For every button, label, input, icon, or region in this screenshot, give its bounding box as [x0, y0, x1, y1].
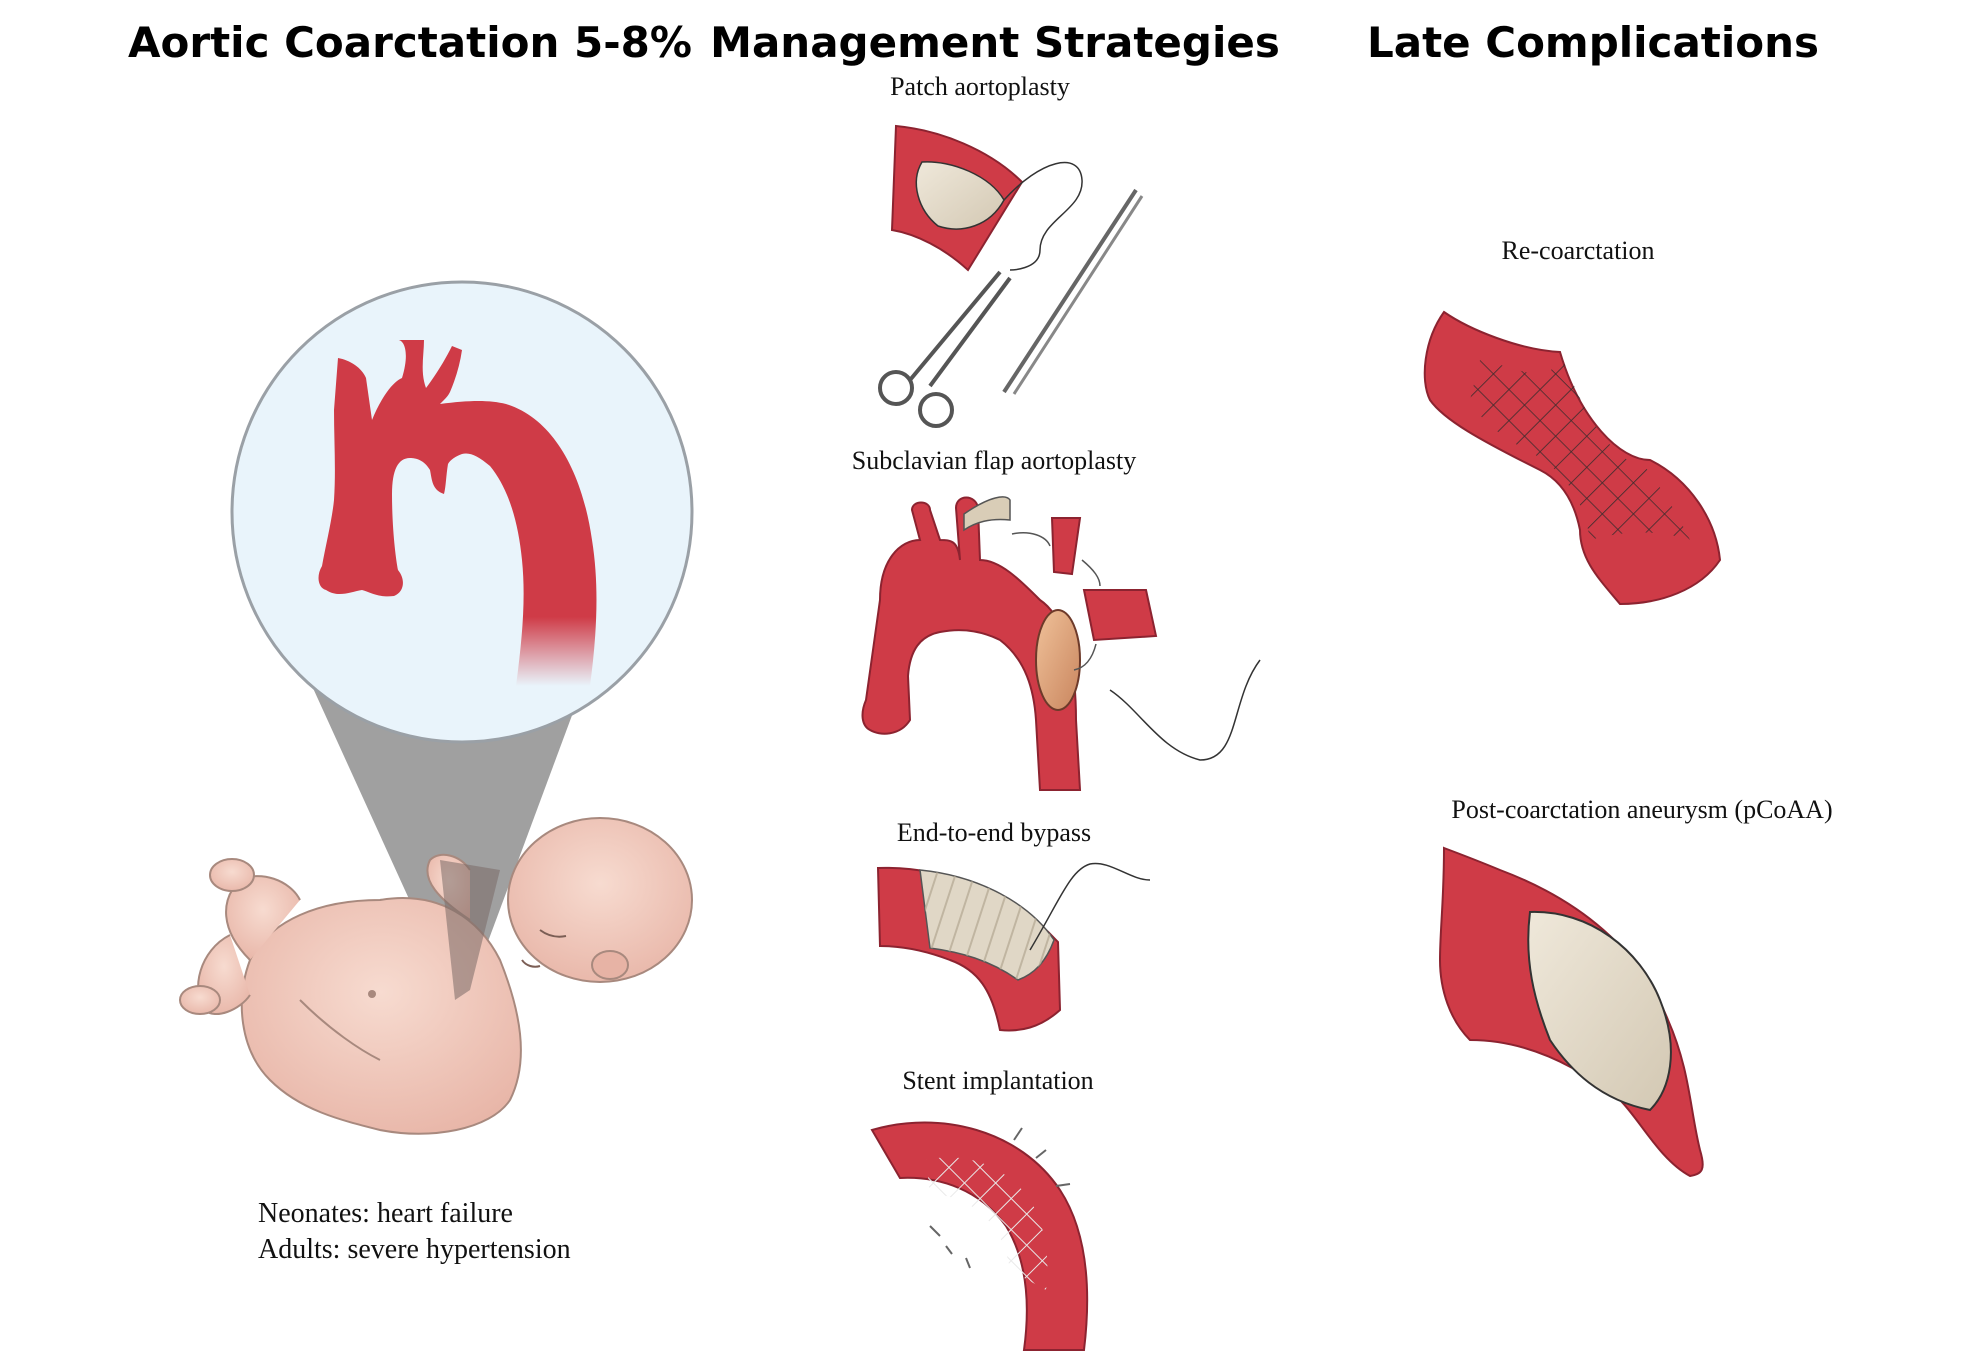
label-subclavian-flap-aortoplasty: Subclavian flap aortoplasty [851, 446, 1137, 475]
stent-implantation-illustration [870, 1121, 1089, 1351]
label-stent-implantation: Stent implantation [902, 1066, 1094, 1095]
patch-aortoplasty-illustration [878, 124, 1144, 428]
label-re-coarctation: Re-coarctation [1501, 236, 1655, 265]
title-management-strategies: Management Strategies [710, 18, 1280, 67]
title-aortic-coarctation: Aortic Coarctation 5-8% [128, 18, 692, 67]
magnifier-circle [230, 280, 694, 744]
label-post-coarctation-aneurysm: Post-coarctation aneurysm (pCoAA) [1451, 795, 1833, 824]
recoarctation-illustration [1423, 310, 1722, 606]
end-to-end-bypass-illustration [876, 862, 1151, 1032]
label-patch-aortoplasty: Patch aortoplasty [890, 72, 1070, 101]
subclavian-flap-illustration [861, 496, 1261, 791]
presentation-notes: Neonates: heart failure Adults: severe h… [258, 1196, 571, 1268]
note-neonates: Neonates: heart failure [258, 1198, 513, 1229]
baby-illustration [179, 817, 693, 1135]
label-end-to-end-bypass: End-to-end bypass [896, 818, 1092, 847]
note-adults: Adults: severe hypertension [258, 1234, 571, 1265]
aorta-arch [318, 340, 597, 686]
title-late-complications: Late Complications [1366, 18, 1820, 67]
coarctation-illustration [179, 280, 694, 1135]
pcoaa-illustration [1438, 846, 1704, 1178]
